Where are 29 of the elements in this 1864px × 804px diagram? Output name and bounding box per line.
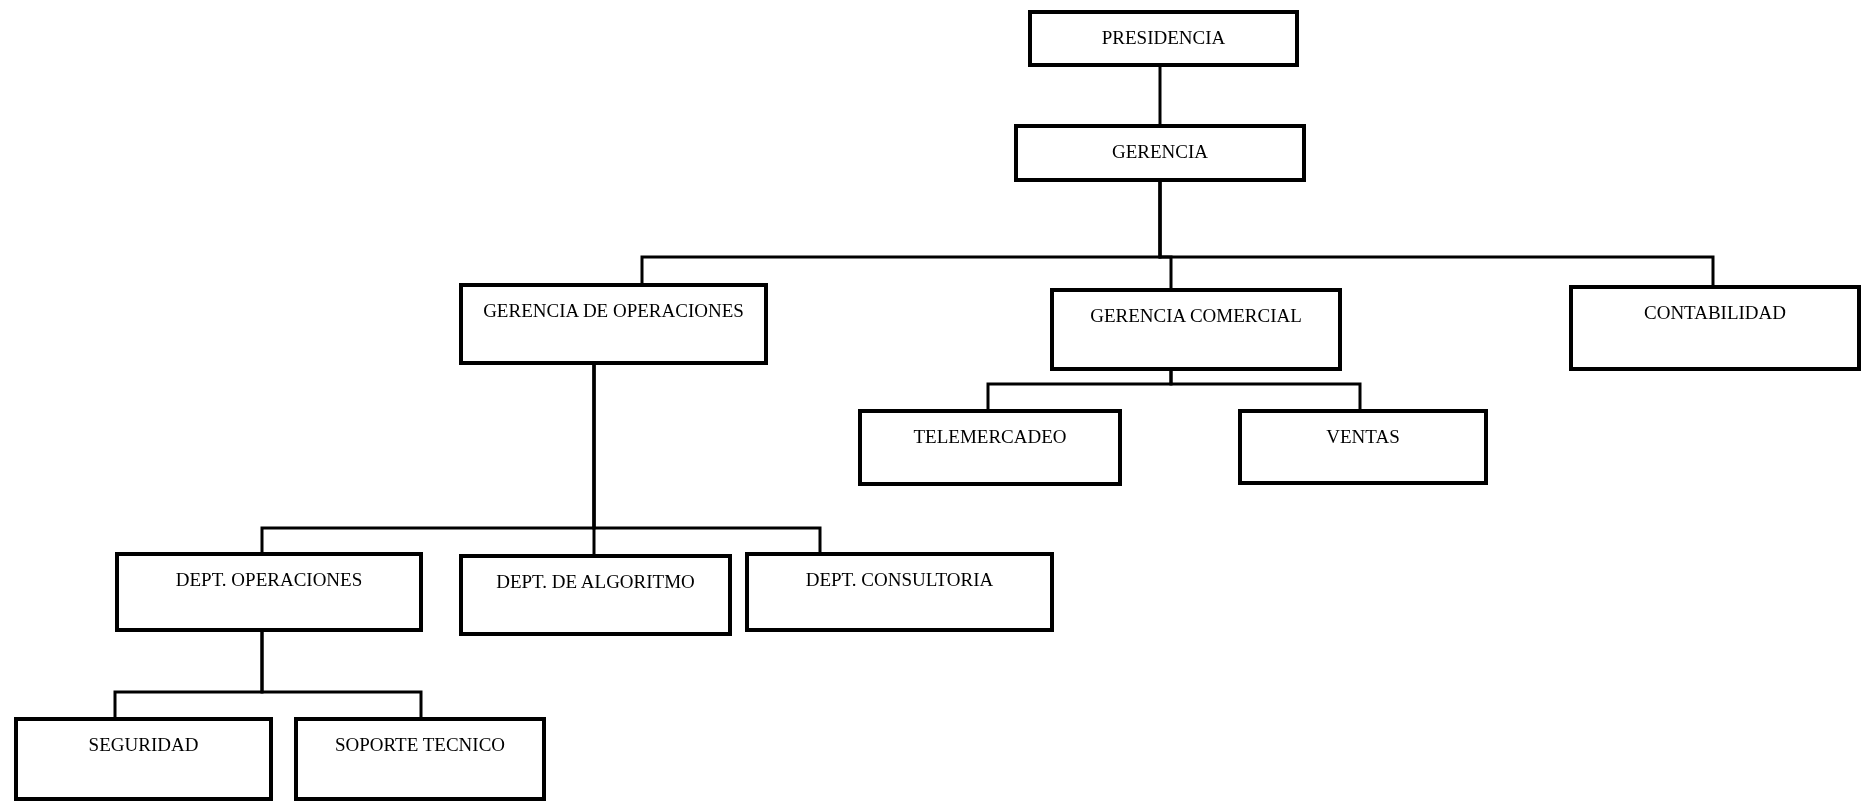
box-label: GERENCIA DE OPERACIONES	[483, 299, 744, 323]
box-label: DEPT. CONSULTORIA	[805, 568, 994, 592]
box-label: TELEMERCADEO	[913, 425, 1067, 449]
org-box	[858, 409, 1122, 486]
box-label: SEGURIDAD	[88, 733, 199, 757]
connector-line	[1169, 371, 1362, 409]
box-label: GERENCIA	[1111, 140, 1209, 164]
box-label: VENTAS	[1326, 425, 1400, 449]
connector-line	[592, 365, 822, 552]
org-box	[1028, 10, 1299, 67]
connector-line	[1158, 67, 1162, 124]
org-box	[1050, 288, 1342, 371]
org-box	[294, 717, 546, 801]
org-box	[745, 552, 1054, 632]
box-label: CONTABILIDAD	[1644, 301, 1786, 325]
box-label: DEPT. DE ALGORITMO	[496, 570, 695, 594]
box-label: SOPORTE TECNICO	[334, 733, 506, 757]
box-label: DEPT. OPERACIONES	[175, 568, 363, 592]
org-box	[1238, 409, 1488, 485]
connector-line	[260, 632, 423, 717]
box-label: PRESIDENCIA	[1101, 26, 1226, 50]
org-box	[459, 283, 768, 365]
org-box	[459, 554, 732, 636]
box-label: GERENCIA COMERCIAL	[1090, 304, 1302, 328]
org-box	[14, 717, 273, 801]
connector-line	[1158, 182, 1715, 285]
org-box	[1569, 285, 1861, 371]
org-box	[1014, 124, 1306, 182]
org-box	[115, 552, 423, 632]
